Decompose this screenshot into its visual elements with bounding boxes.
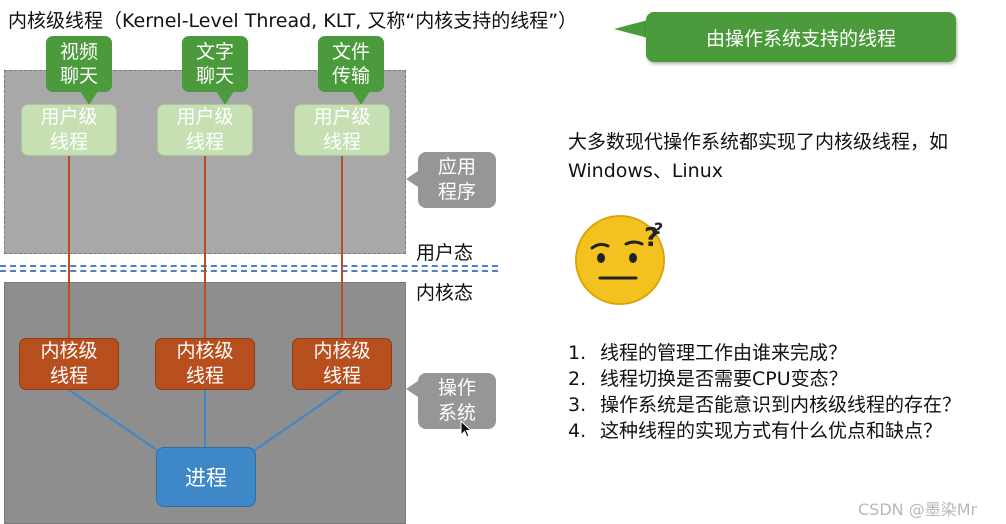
question-item: 4.这种线程的实现方式有什么优点和缺点？ [568, 420, 943, 442]
connector-klt-proc-1 [68, 389, 161, 453]
app-bubble-text-chat: 文字 聊天 [182, 36, 248, 92]
user-mode-label: 用户态 [416, 242, 474, 264]
tag-pointer [406, 171, 418, 187]
app-bubble-file-transfer: 文件 传输 [318, 36, 384, 92]
tag-pointer [406, 381, 418, 397]
question-list: 1.线程的管理工作由谁来完成？ 2.线程切换是否需要CPU变态？ 3.操作系统是… [568, 340, 961, 444]
kernel-level-thread-1: 内核级 线程 [19, 338, 119, 390]
user-level-thread-1: 用户级 线程 [21, 104, 117, 156]
mode-boundary-line [0, 265, 498, 272]
kernel-level-thread-2: 内核级 线程 [155, 338, 255, 390]
app-bubble-tail [80, 91, 98, 105]
app-bubble-tail [216, 91, 234, 105]
connector-klt-proc-3 [251, 389, 343, 453]
kernel-level-thread-3: 内核级 线程 [292, 338, 392, 390]
os-tag: 操作 系统 [418, 373, 496, 429]
app-bubble-video-chat: 视频 聊天 [46, 36, 112, 92]
svg-text:?: ? [644, 223, 659, 253]
intro-text: 大多数现代操作系统都实现了内核级线程，如Windows、Linux [568, 131, 949, 182]
question-item: 1.线程的管理工作由谁来完成？ [568, 342, 848, 364]
app-program-tag: 应用 程序 [418, 152, 496, 208]
mouse-cursor-icon [460, 420, 473, 438]
user-level-thread-2: 用户级 线程 [157, 104, 253, 156]
question-item: 2.线程切换是否需要CPU变态？ [568, 368, 848, 390]
app-bubble-tail [352, 91, 370, 105]
question-item: 3.操作系统是否能意识到内核级线程的存在？ [568, 394, 962, 416]
callout-pointer [614, 20, 648, 38]
callout-bubble: 由操作系统支持的线程 [646, 12, 956, 62]
watermark: CSDN @墨染Mr [858, 500, 978, 519]
user-level-thread-3: 用户级 线程 [294, 104, 390, 156]
thinking-face-icon: ? ? [575, 215, 665, 305]
page-title: 内核级线程（Kernel-Level Thread, KLT, 又称“内核支持的… [8, 10, 578, 32]
svg-text:?: ? [654, 219, 663, 238]
kernel-mode-label: 内核态 [416, 282, 474, 304]
process-box: 进程 [156, 447, 256, 507]
